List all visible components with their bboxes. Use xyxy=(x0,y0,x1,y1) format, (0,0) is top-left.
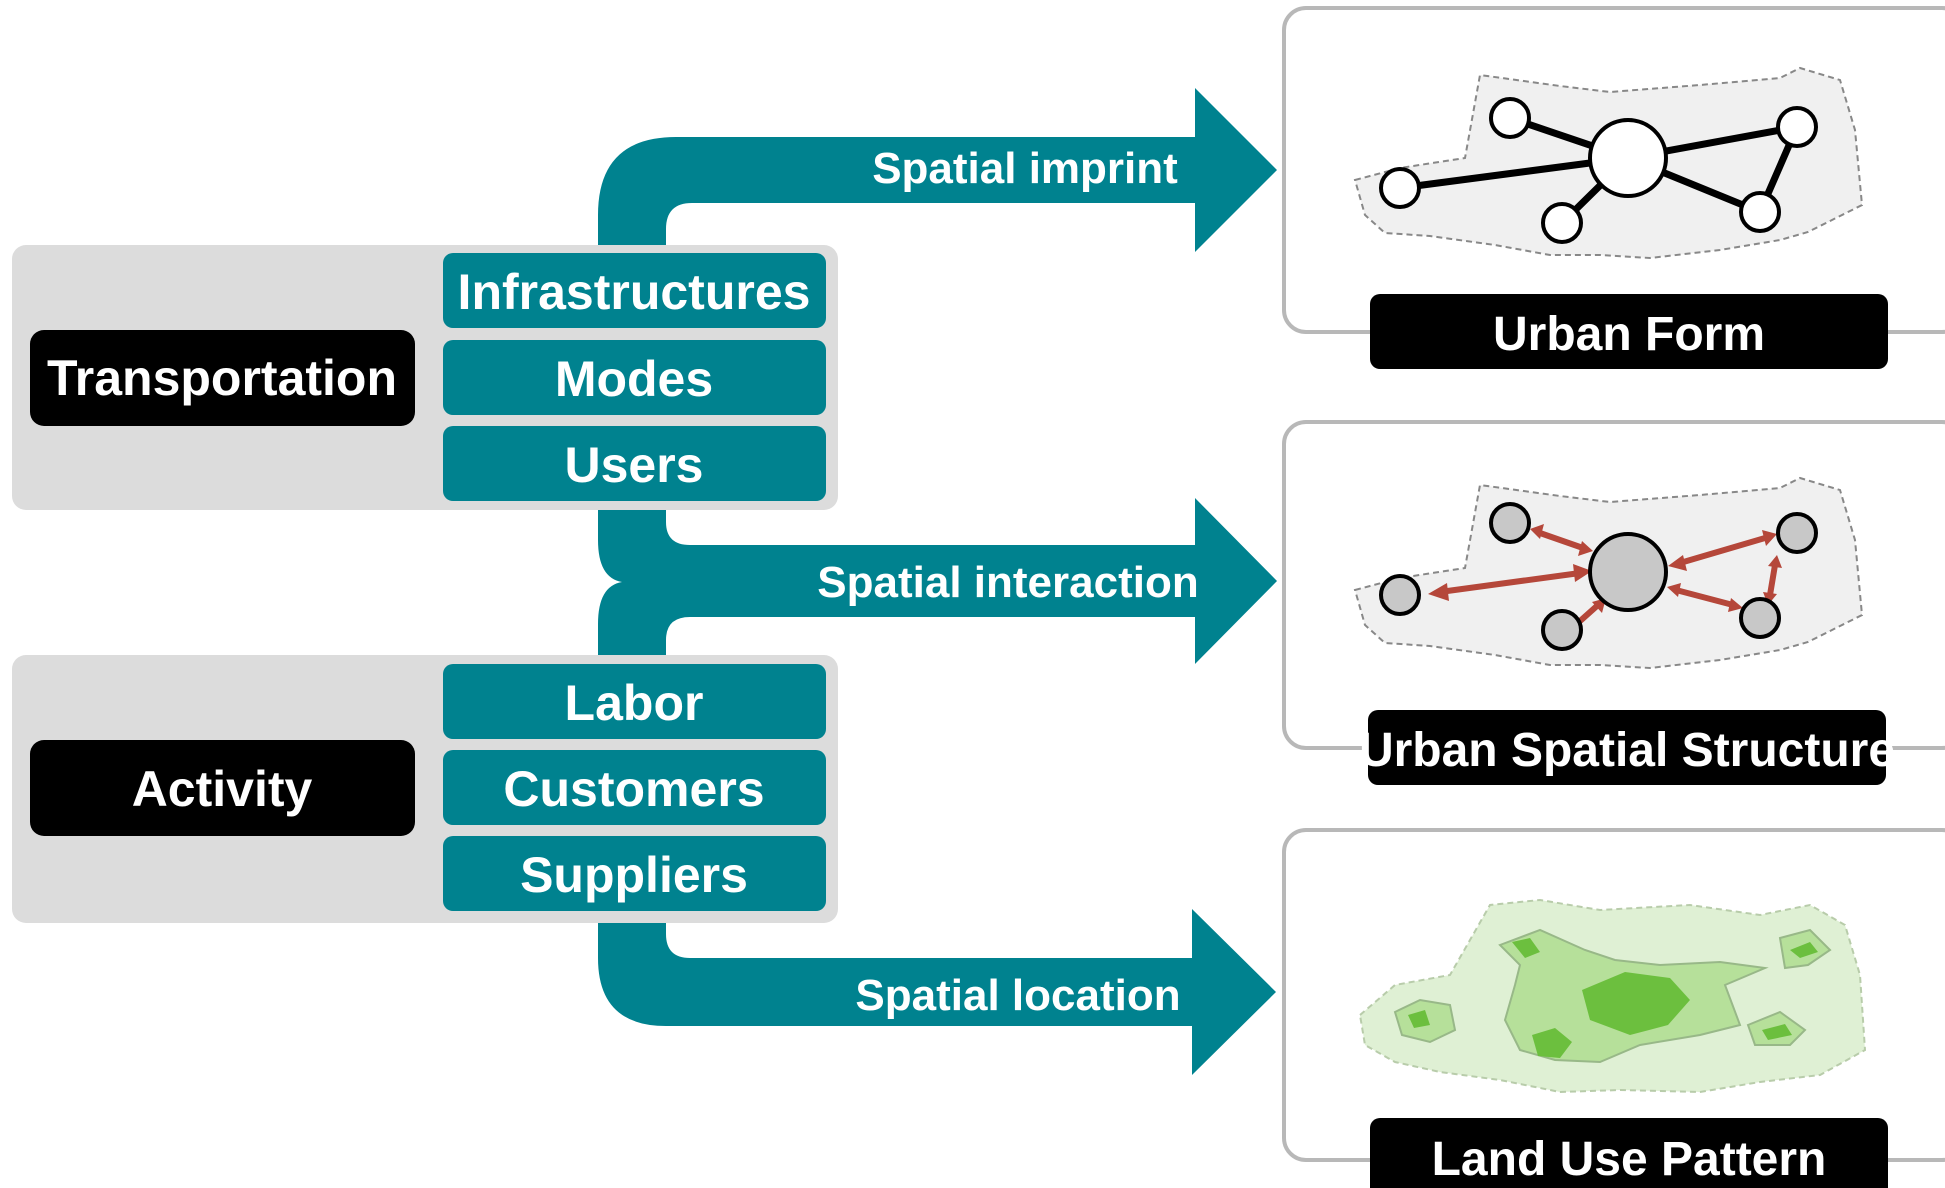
interaction-arrow xyxy=(1677,535,1768,566)
flow-label-spatial-interaction: Spatial interaction xyxy=(817,558,1198,607)
interaction-arrowhead xyxy=(1768,555,1782,568)
interaction-arrowhead xyxy=(1578,541,1593,556)
land-use-core-zone xyxy=(1582,972,1690,1035)
panel-title-urban-form: Urban Form xyxy=(1493,308,1765,361)
interaction-arrow xyxy=(1537,530,1586,551)
item-label-infrastructures: Infrastructures xyxy=(458,264,811,320)
item-label-users: Users xyxy=(565,437,704,493)
item-label-suppliers: Suppliers xyxy=(520,847,748,903)
item-label-customers: Customers xyxy=(503,761,764,817)
flow-label-spatial-imprint: Spatial imprint xyxy=(872,144,1178,193)
group-title-activity: Activity xyxy=(132,761,313,817)
group-activity: Activity Labor Customers Suppliers xyxy=(12,655,838,923)
interaction-arrowhead xyxy=(1668,555,1687,571)
interaction-arrowhead xyxy=(1728,598,1743,612)
land-use-core-zone xyxy=(1408,1010,1430,1028)
interaction-arrow xyxy=(1437,570,1583,595)
spatial-interaction-icon xyxy=(1353,476,1864,670)
group-transportation: Transportation Infrastructures Modes Use… xyxy=(12,245,838,510)
flow-connectors xyxy=(598,88,1277,1075)
item-label-labor: Labor xyxy=(565,675,704,731)
sub-center-node xyxy=(1776,512,1818,554)
network-node xyxy=(1541,202,1583,244)
interaction-arrowhead xyxy=(1573,564,1592,582)
network-node xyxy=(1776,106,1818,148)
item-box-infrastructures xyxy=(443,253,826,328)
item-label-modes: Modes xyxy=(555,351,713,407)
item-box-suppliers xyxy=(443,836,826,911)
panel-title-box-urban-spatial-structure xyxy=(1368,710,1886,785)
panel-title-land-use-pattern: Land Use Pattern xyxy=(1432,1133,1827,1186)
land-use-core-zone xyxy=(1790,942,1818,958)
panel-title-urban-spatial-structure: Urban Spatial Structure xyxy=(1359,724,1895,777)
interaction-arrowhead xyxy=(1667,583,1681,597)
interaction-arrow xyxy=(1673,587,1736,608)
interaction-arrowhead xyxy=(1530,524,1544,539)
interaction-arrowhead xyxy=(1428,583,1449,601)
sub-center-node xyxy=(1541,609,1583,651)
sub-center-node xyxy=(1379,574,1421,616)
item-box-modes xyxy=(443,340,826,415)
panel-land-use-pattern: Land Use Pattern xyxy=(1282,828,1945,1188)
panel-title-box-land-use-pattern xyxy=(1370,1118,1888,1188)
interaction-arrowhead xyxy=(1762,530,1777,546)
flow-label-spatial-location: Spatial location xyxy=(855,971,1180,1020)
item-box-customers xyxy=(443,750,826,825)
sub-center-node xyxy=(1739,597,1781,639)
flow-spatial-location xyxy=(598,909,1276,1075)
land-use-map-icon xyxy=(1358,898,1867,1094)
item-box-labor xyxy=(443,664,826,739)
sub-center-node xyxy=(1489,502,1531,544)
panel-urban-form: Urban Form xyxy=(1282,6,1945,369)
network-graph-icon xyxy=(1353,66,1864,260)
network-node xyxy=(1379,167,1421,209)
group-title-transportation: Transportation xyxy=(47,350,397,406)
network-hub-node xyxy=(1588,118,1668,198)
flow-spatial-imprint xyxy=(598,88,1277,252)
network-node xyxy=(1489,97,1531,139)
land-use-core-zone xyxy=(1762,1024,1792,1040)
land-use-core-zone xyxy=(1512,938,1540,958)
interaction-arrowhead xyxy=(1763,592,1777,605)
item-box-users xyxy=(443,426,826,501)
network-node xyxy=(1739,191,1781,233)
group-title-box-activity xyxy=(30,740,415,836)
panel-urban-spatial-structure: Urban Spatial Structure xyxy=(1282,420,1945,785)
group-title-box-transportation xyxy=(30,330,415,426)
land-use-core-zone xyxy=(1532,1028,1572,1058)
panel-title-box-urban-form xyxy=(1370,294,1888,369)
center-node xyxy=(1588,532,1668,612)
flow-spatial-interaction xyxy=(598,498,1277,664)
interaction-arrow xyxy=(1767,562,1778,598)
